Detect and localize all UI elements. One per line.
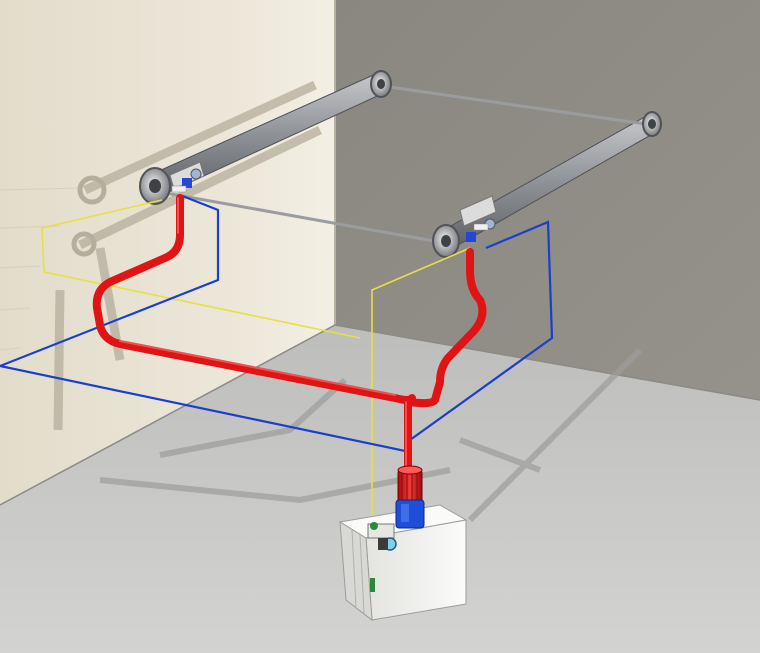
left-carriage [169, 161, 205, 193]
right-carriage [459, 195, 497, 242]
wall-shadow-pulley [77, 175, 107, 205]
red-pipe [92, 194, 487, 472]
pulley-icon [642, 111, 662, 137]
pulley-icon [370, 70, 392, 98]
unit-side [339, 521, 373, 622]
floor [0, 325, 760, 653]
front-crossbar [159, 190, 446, 245]
right-wall [335, 0, 760, 400]
unit-label-plate [370, 578, 375, 592]
wall-shadow-pulley-2 [71, 231, 97, 257]
rear-crossbar [382, 84, 653, 127]
sensor-icon [367, 522, 397, 551]
motor-icon [395, 465, 425, 529]
floor-shadow [99, 347, 643, 523]
pulley-icon [432, 224, 460, 258]
pulley-icon [139, 167, 171, 205]
red-pipe-highlight [119, 197, 407, 467]
